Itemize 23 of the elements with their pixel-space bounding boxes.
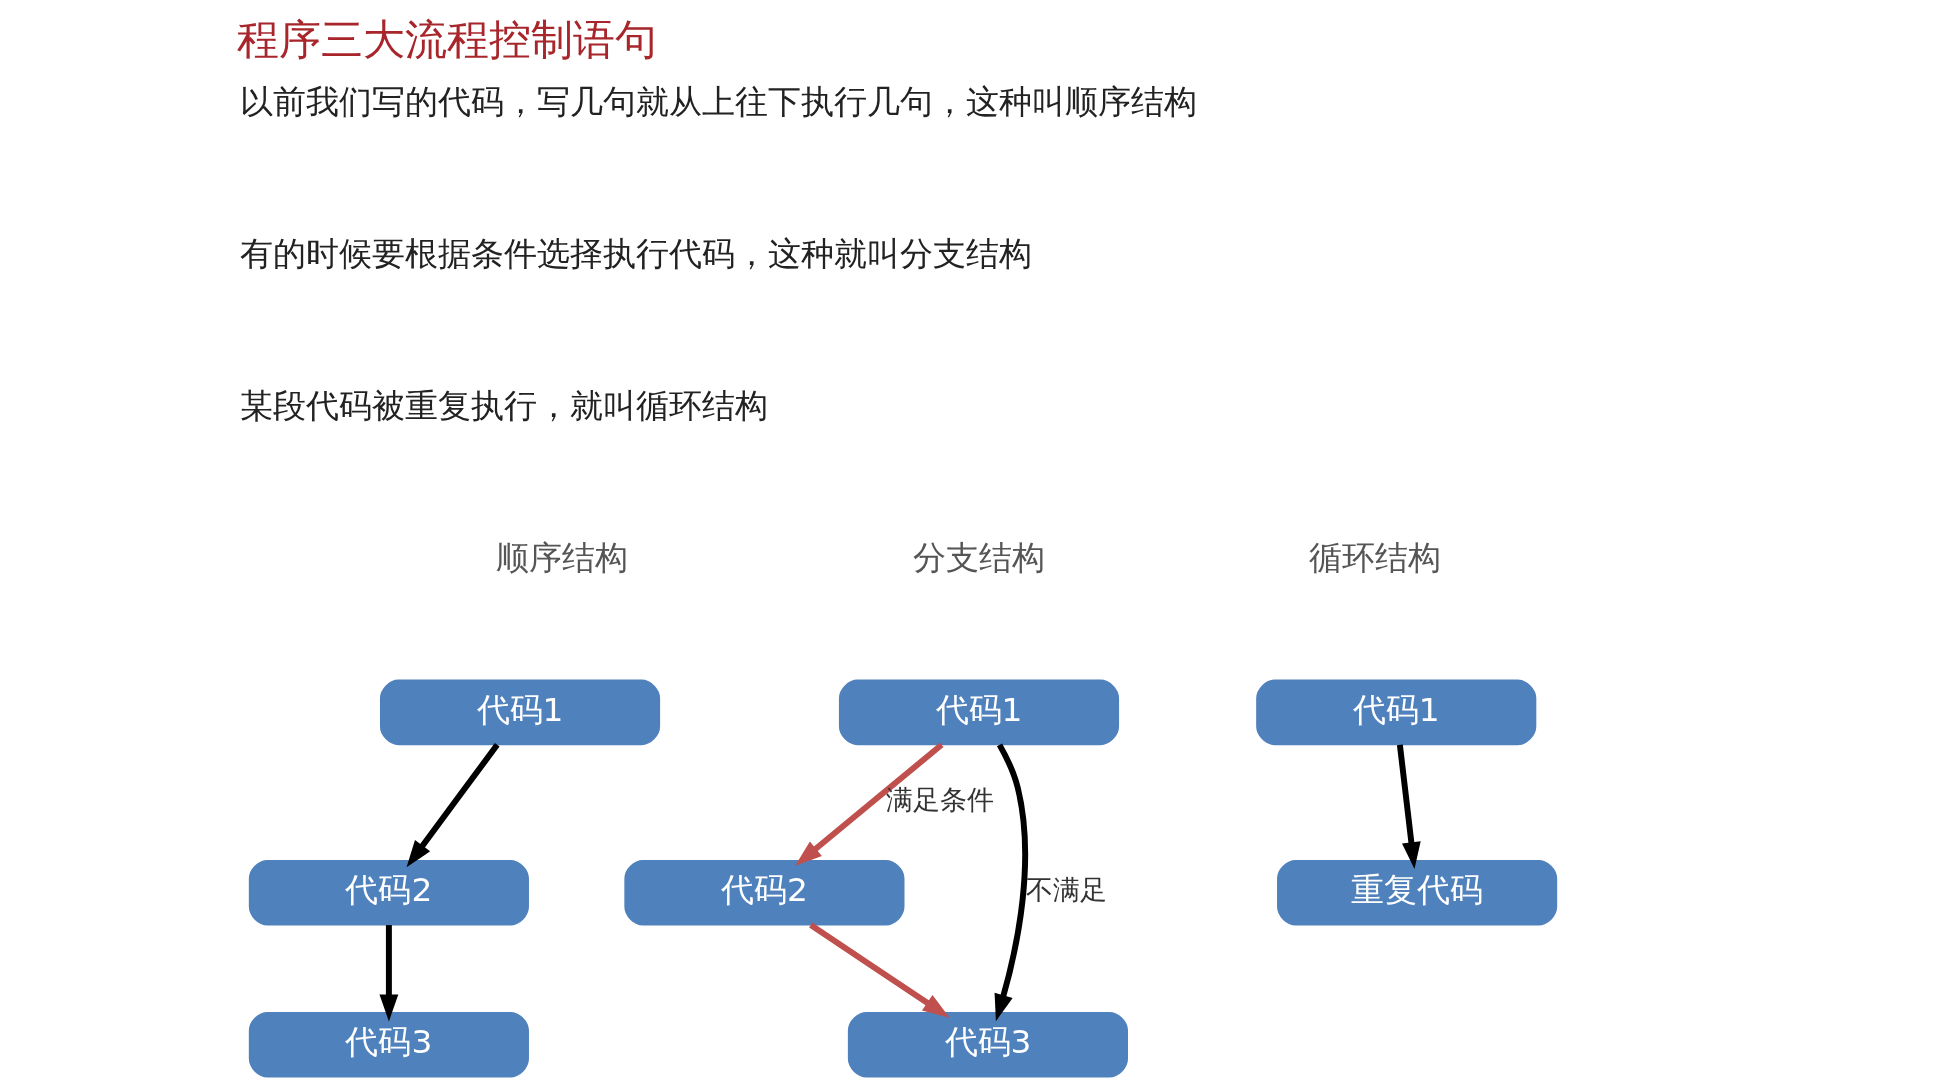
edge-label: 满足条件 bbox=[885, 784, 994, 816]
label: 循环结构 bbox=[1308, 538, 1441, 577]
node-box: 代码1 bbox=[1255, 679, 1536, 746]
label: 分支结构 bbox=[912, 538, 1045, 577]
arrow bbox=[406, 743, 500, 868]
node-box: 代码2 bbox=[248, 859, 529, 926]
arrow bbox=[794, 742, 944, 866]
node-box: 代码2 bbox=[623, 859, 904, 926]
label: 某段代码被重复执行，就叫循环结构 bbox=[239, 386, 768, 425]
diagram-title: 程序三大流程控制语句 bbox=[236, 14, 657, 64]
label: 以前我们写的代码，写几句就从上往下执行几句，这种叫顺序结构 bbox=[239, 82, 1197, 121]
arrow bbox=[808, 922, 950, 1018]
node-box: 代码1 bbox=[838, 679, 1119, 746]
node-box: 代码1 bbox=[379, 679, 660, 746]
arrow bbox=[994, 743, 1028, 1022]
label: 顺序结构 bbox=[495, 538, 628, 577]
edge-label: 不满足 bbox=[1025, 874, 1107, 906]
arrow bbox=[378, 925, 398, 1022]
node-box: 代码3 bbox=[248, 1011, 529, 1078]
node-box: 代码3 bbox=[847, 1011, 1128, 1078]
node-box: 重复代码 bbox=[1276, 859, 1557, 926]
arrow bbox=[1396, 744, 1421, 870]
label: 有的时候要根据条件选择执行代码，这种就叫分支结构 bbox=[239, 234, 1032, 273]
